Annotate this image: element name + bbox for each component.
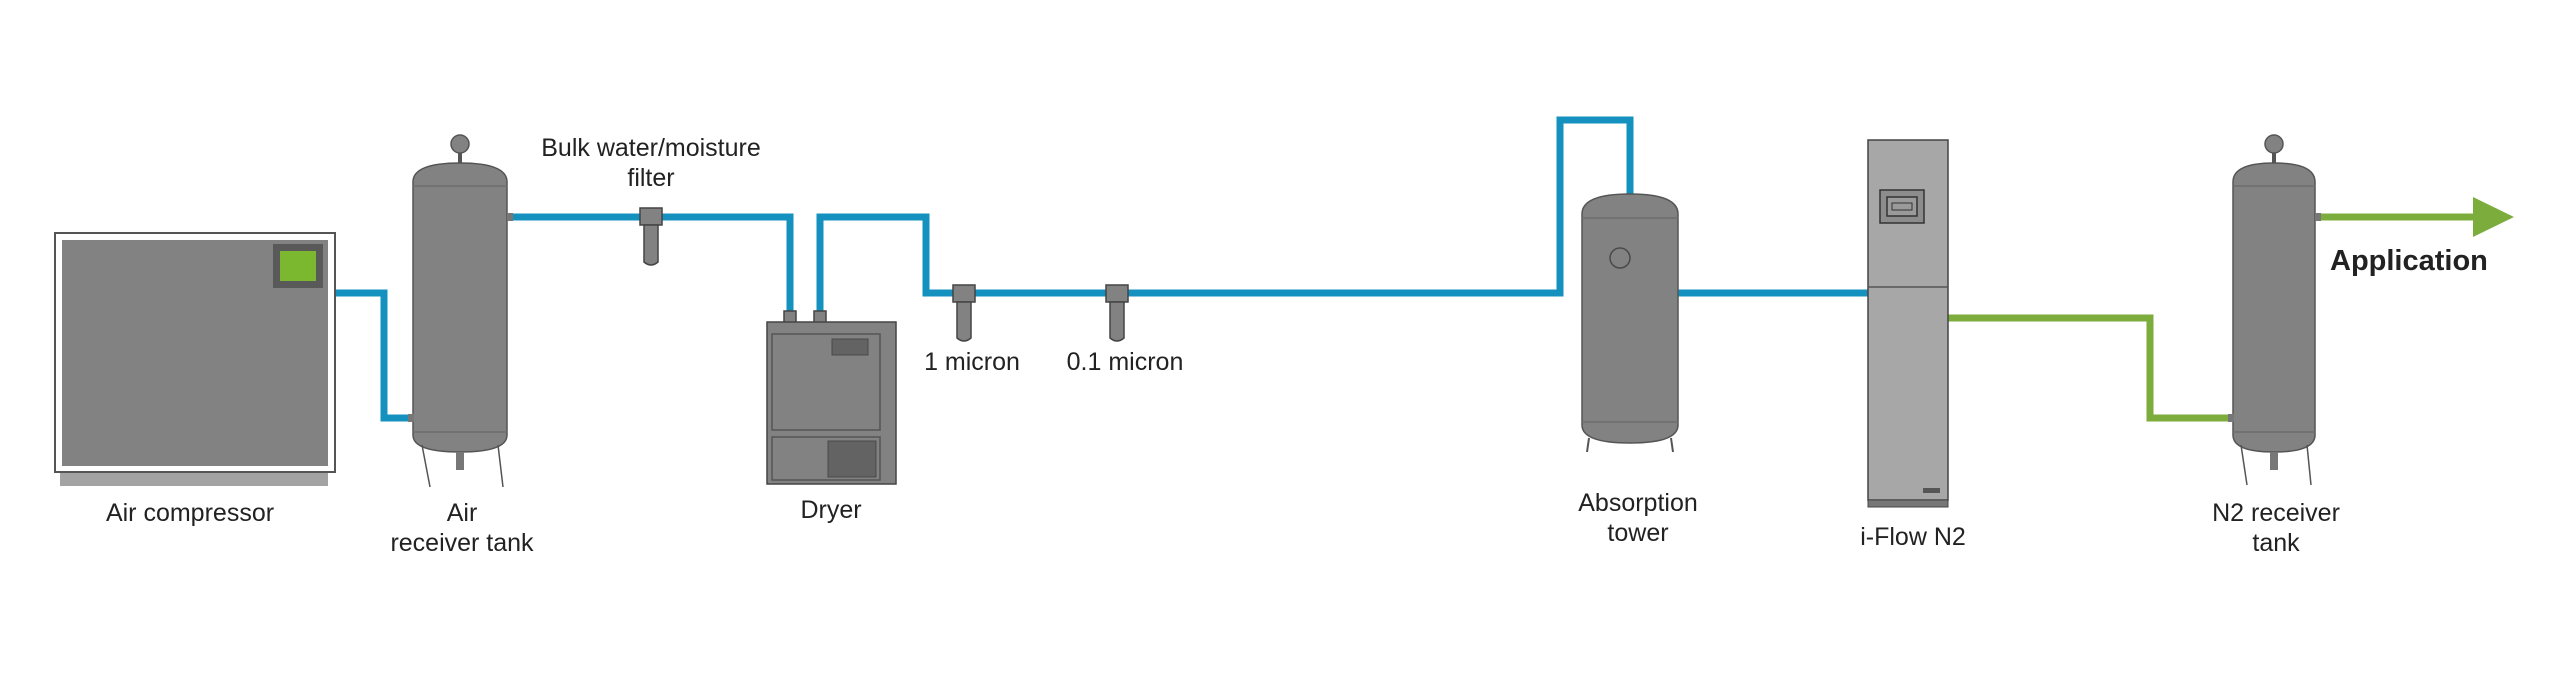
absorption-tower: [1581, 193, 1679, 453]
label-air-compressor: Air compressor: [105, 499, 275, 527]
label-application: Application: [2330, 245, 2488, 277]
receiver-vessel: [412, 162, 508, 453]
n2-receiver-tank: [2228, 134, 2321, 486]
label-n2-receiver-tank: N2 receiver tank: [2212, 499, 2340, 557]
compressor-green-display: [280, 251, 316, 281]
sight-glass-icon: [1609, 247, 1631, 269]
filter-01-micron: [1105, 284, 1129, 342]
iflow-badge: [1923, 488, 1940, 493]
air-pipes: [334, 116, 1872, 422]
application-arrow-head: [2473, 197, 2514, 237]
tower-vessel: [1581, 193, 1679, 444]
dryer-upper-panel: [771, 333, 881, 431]
dryer-display: [831, 338, 869, 356]
pipe-iflow-to-n2-tank: [1944, 314, 2234, 422]
bulk-filter-bowl: [643, 224, 659, 266]
n2-receiver-vessel: [2232, 162, 2316, 453]
drain-valve: [456, 452, 464, 470]
label-bulk-water-filter: Bulk water/moisture filter: [541, 134, 761, 192]
filter-1-micron: [952, 284, 976, 342]
air-receiver-tank: [408, 134, 513, 488]
label-dryer: Dryer: [800, 496, 862, 524]
receiver-legs: [421, 444, 504, 488]
compressor-base: [60, 470, 328, 486]
nitrogen-pipes: [1944, 213, 2478, 422]
pipe-compressor-to-receiver: [334, 289, 414, 422]
n2-pressure-gauge-icon: [2264, 134, 2284, 154]
iflow-n2-generator: [1867, 139, 1949, 508]
pressure-gauge-icon: [450, 134, 470, 154]
label-iflow-n2: i-Flow N2: [1860, 523, 1966, 551]
dryer: [766, 310, 897, 485]
label-absorption-tower: Absorption tower: [1578, 489, 1698, 547]
label-1-micron: 1 micron: [924, 348, 1020, 376]
air-compressor: [54, 232, 336, 486]
pipe-dryer-outlet-to-filters: [816, 116, 1634, 318]
tower-legs: [1586, 437, 1674, 453]
n2-receiver-legs: [2240, 444, 2312, 486]
label-air-receiver-tank: Air receiver tank: [390, 499, 534, 557]
label-01-micron: 0.1 micron: [1066, 348, 1184, 376]
dryer-vent: [827, 440, 877, 478]
bulk-water-filter: [639, 207, 663, 266]
pipe-receiver-to-dryer-inlet: [510, 213, 794, 318]
